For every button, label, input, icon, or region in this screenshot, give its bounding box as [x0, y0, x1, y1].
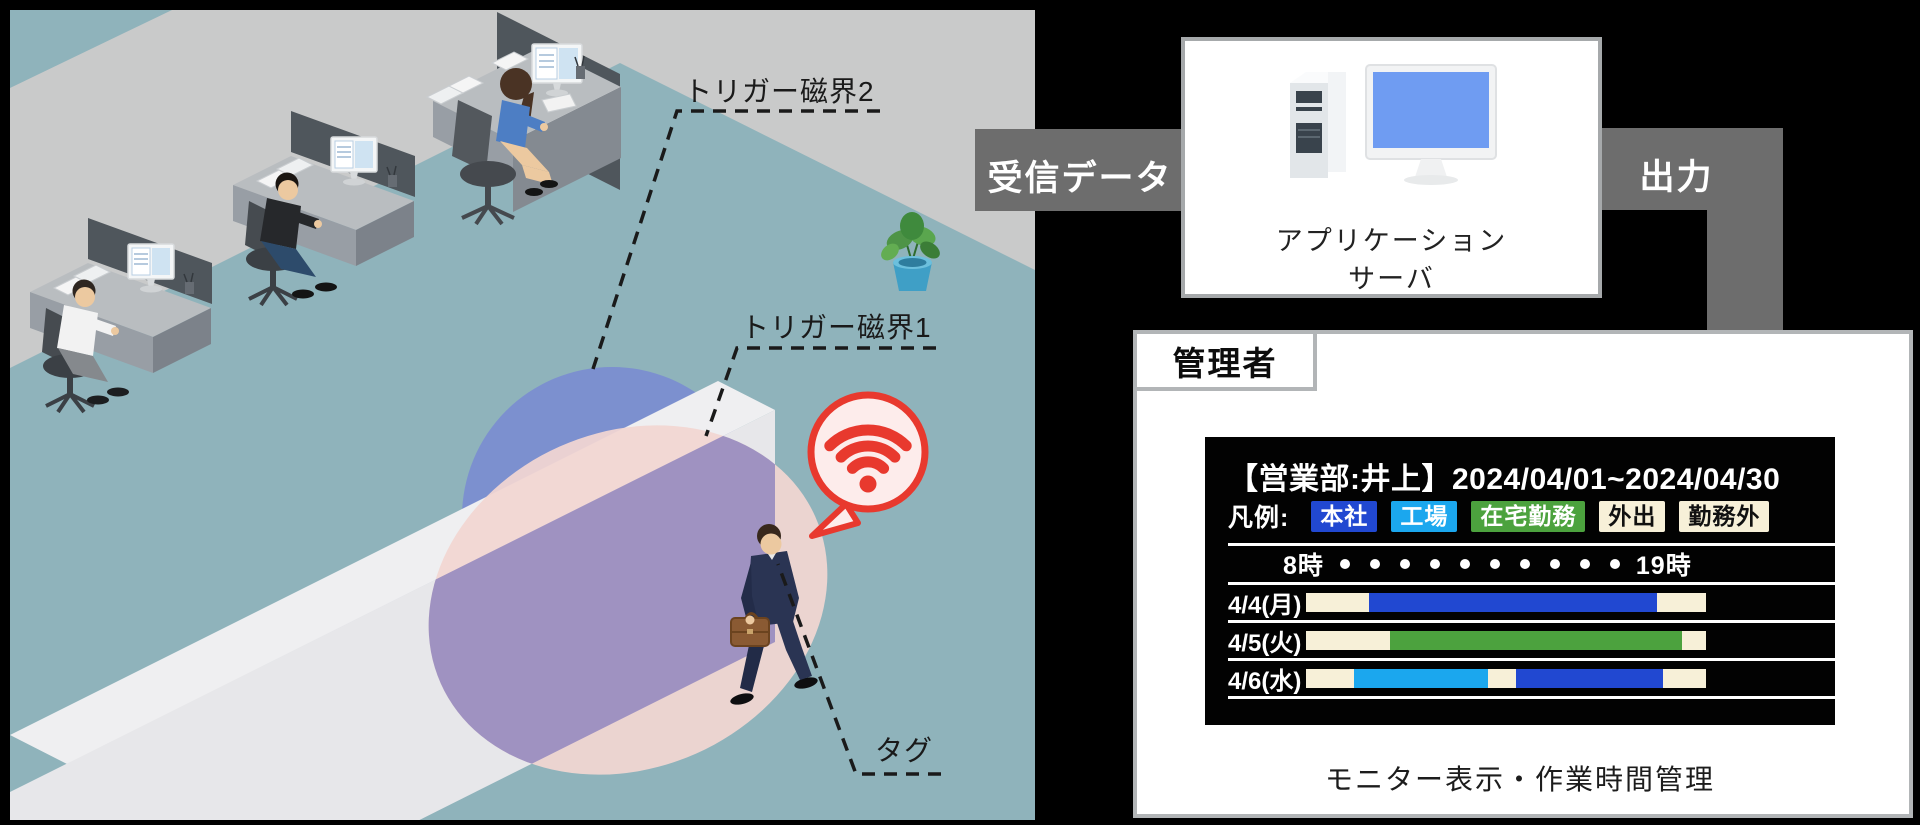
schedule-row: 4/6(水): [1228, 661, 1835, 699]
axis-dot: [1549, 559, 1560, 569]
legend-chip: 外出: [1599, 500, 1666, 532]
floor-corner: [10, 10, 172, 88]
row-bar: [1306, 593, 1706, 612]
schedule-row: 4/4(月): [1228, 585, 1835, 623]
axis-dot: [1369, 559, 1380, 569]
server-computer-icon: [1290, 64, 1497, 185]
bar-segment-勤務外: [1306, 631, 1391, 650]
axis-dot: [1399, 559, 1410, 569]
worker-3: [452, 68, 577, 226]
tag-label: タグ: [875, 735, 934, 766]
callout-line-field1: [704, 346, 936, 437]
axis-dots: [1339, 559, 1620, 569]
axis-row: 8時 19時: [1228, 543, 1835, 585]
axis-start-label: 8時: [1283, 552, 1324, 580]
callout-line-field2: [591, 109, 880, 370]
admin-tab-label: 管理者: [1133, 330, 1317, 391]
bar-segment-在宅勤務: [1390, 631, 1683, 650]
panel-caption: モニター表示・作業時間管理: [1324, 764, 1715, 795]
bar-segment-勤務外: [1682, 631, 1706, 650]
legend-chip: 在宅勤務: [1471, 500, 1586, 532]
axis-dot: [1429, 559, 1440, 569]
legend-chips: 本社工場在宅勤務外出勤務外: [1311, 500, 1783, 532]
legend-label: 凡例:: [1228, 504, 1290, 532]
monitor-display: 【営業部:井上】2024/04/01~2024/04/30 凡例: 本社工場在宅…: [1205, 437, 1835, 725]
application-server-box: アプリケーション サーバ: [1181, 37, 1602, 298]
axis-dot: [1339, 559, 1350, 569]
bar-segment-勤務外: [1663, 669, 1706, 688]
display-title: 【営業部:井上】2024/04/01~2024/04/30: [1228, 463, 1781, 496]
legend-chip: 本社: [1311, 500, 1378, 532]
receive-data-arrow-label: 受信データ: [987, 159, 1173, 198]
server-caption-line1: アプリケーション: [1275, 226, 1508, 256]
wifi-bubble: [807, 391, 929, 539]
row-date: 4/5(火): [1228, 630, 1302, 657]
axis-end-label: 19時: [1635, 552, 1692, 580]
row-date: 4/4(月): [1228, 592, 1302, 619]
server-caption-line2: サーバ: [1348, 264, 1435, 294]
admin-panel: 管理者 【営業部:井上】2024/04/01~2024/04/30 凡例: 本社…: [1133, 330, 1913, 818]
row-bar: [1306, 669, 1706, 688]
office-illustration: [10, 10, 1035, 820]
schedule-rows: 4/4(月) 4/5(火) 4/6(水): [1228, 585, 1835, 699]
schedule-row: 4/5(火): [1228, 623, 1835, 661]
legend-chip: 工場: [1391, 500, 1458, 532]
worker-2: [245, 172, 337, 307]
plant: [881, 212, 940, 291]
axis-dot: [1519, 559, 1530, 569]
axis-dot: [1579, 559, 1590, 569]
axis-dot: [1609, 559, 1620, 569]
legend-chip: 勤務外: [1679, 500, 1770, 532]
trigger-field-1-label: トリガー磁界1: [741, 312, 932, 343]
axis-dot: [1459, 559, 1470, 569]
trigger-field-2-label: トリガー磁界2: [684, 76, 875, 107]
bar-segment-勤務外: [1306, 593, 1369, 612]
bar-segment-勤務外: [1306, 669, 1355, 688]
bar-segment-工場: [1354, 669, 1488, 688]
axis-dot: [1489, 559, 1500, 569]
worker-1: [42, 279, 129, 414]
wifi-icon: [824, 424, 912, 474]
timeline: 8時 19時 4/4(月) 4/5(火) 4/6(水): [1228, 543, 1835, 699]
walking-man: [730, 524, 818, 705]
bar-segment-勤務外: [1656, 593, 1706, 612]
legend-row: 凡例: 本社工場在宅勤務外出勤務外: [1228, 498, 1783, 534]
bar-segment-本社: [1368, 593, 1657, 612]
row-date: 4/6(水): [1228, 668, 1302, 695]
row-bar: [1306, 631, 1706, 650]
callout-line-tag: [776, 563, 941, 776]
bar-segment-本社: [1515, 669, 1664, 688]
bar-segment-外出: [1487, 669, 1516, 688]
output-arrow-label: 出力: [1639, 158, 1714, 197]
